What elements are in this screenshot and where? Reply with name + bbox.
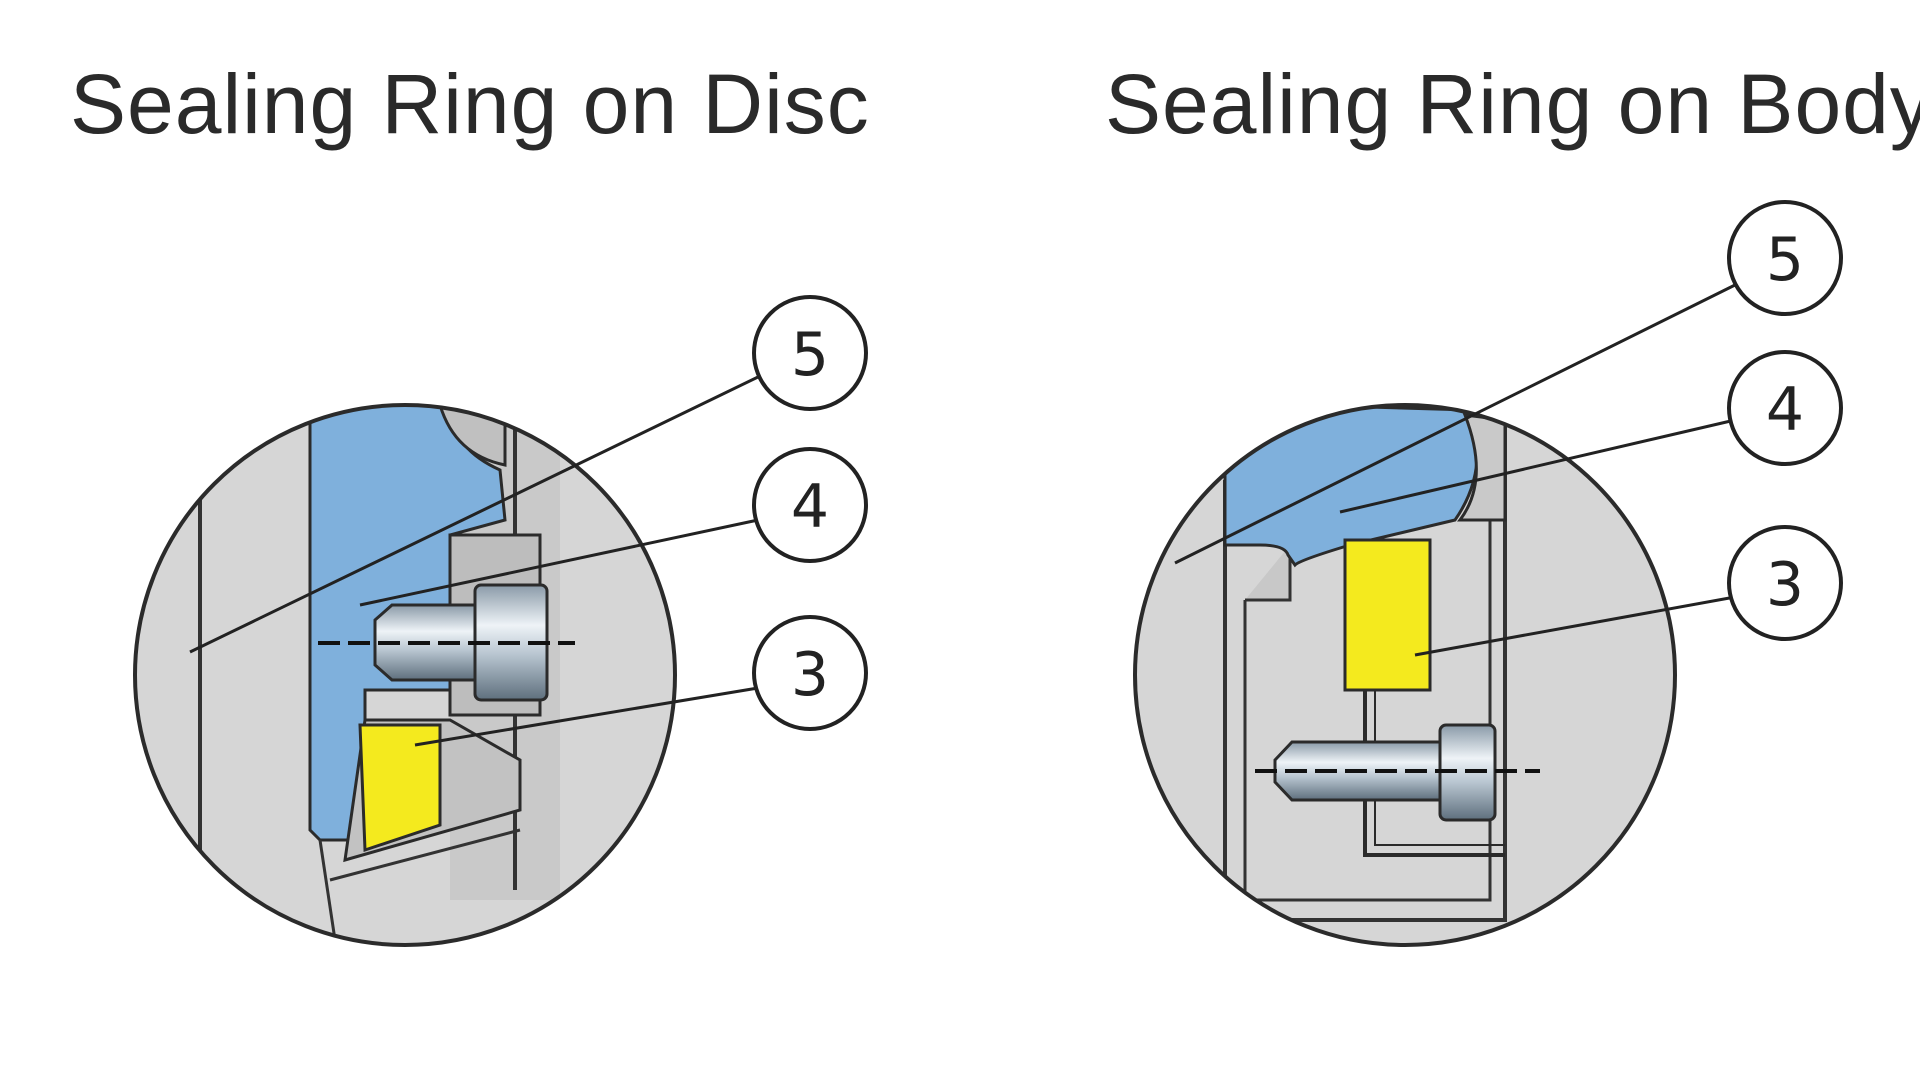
sealing-ring-yellow	[358, 723, 442, 853]
svg-text:3: 3	[791, 640, 829, 710]
disc-part	[1207, 405, 1479, 568]
leader-line-4	[1339, 418, 1736, 514]
svg-text:4: 4	[1766, 375, 1804, 445]
callout-3: 3	[1727, 525, 1843, 641]
svg-text:4: 4	[791, 472, 829, 542]
callout-4: 4	[1727, 350, 1843, 466]
sealing-ring-yellow	[1343, 538, 1432, 692]
callout-4: 4	[752, 447, 868, 563]
detail-body-seal: 5 4 3	[1133, 200, 1843, 947]
svg-text:3: 3	[1766, 550, 1804, 620]
svg-text:5: 5	[1766, 225, 1804, 295]
panel-title-body: Sealing Ring on Body	[1105, 57, 1920, 151]
leader-line-4	[359, 518, 759, 607]
leader-line-5	[1174, 283, 1736, 565]
leader-line-3	[1414, 595, 1736, 657]
callout-5: 5	[1727, 200, 1843, 316]
bolt	[1255, 723, 1540, 822]
body-frame	[1223, 420, 1507, 922]
bolt	[318, 583, 575, 702]
svg-text:5: 5	[791, 320, 829, 390]
leader-line-3	[414, 686, 759, 747]
callout-5: 5	[752, 295, 868, 411]
detail-disc-seal: 5 4 3	[133, 295, 868, 947]
panel-title-disc: Sealing Ring on Disc	[70, 57, 870, 151]
callout-3: 3	[752, 615, 868, 731]
leader-line-5	[189, 375, 759, 654]
